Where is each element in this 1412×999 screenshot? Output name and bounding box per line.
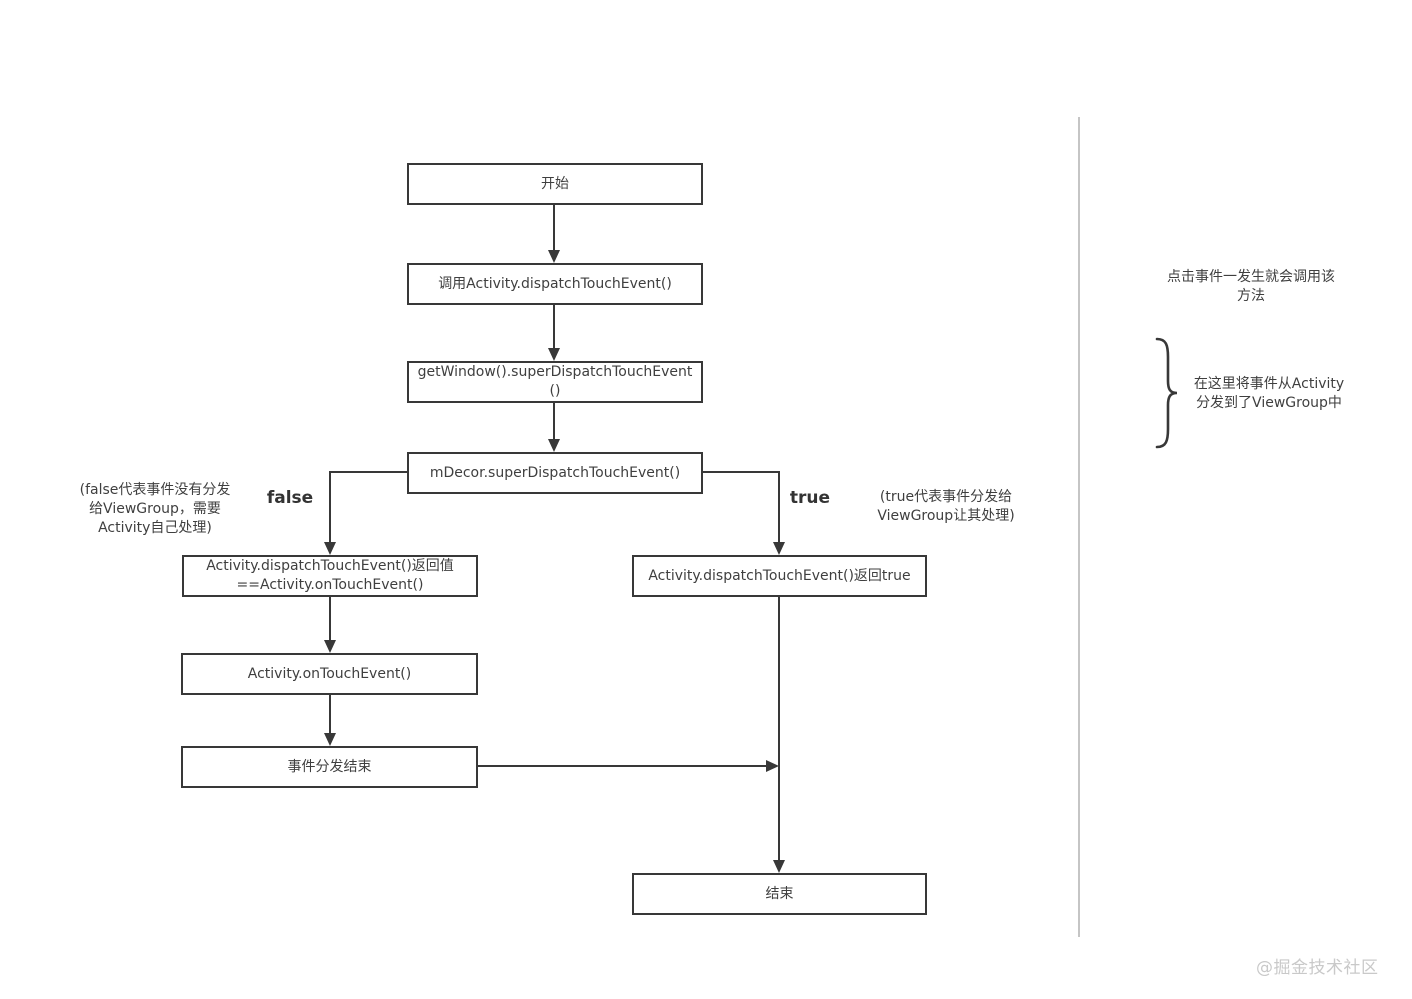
arrowhead-down-icon <box>548 250 560 263</box>
node-return-equals-ontouchevent: Activity.dispatchTouchEvent()返回值 ==Activ… <box>182 555 478 597</box>
false-branch-annotation: (false代表事件没有分发 给ViewGroup，需要 Activity自己处… <box>79 482 231 536</box>
node-call-dispatch-touch-event: 调用Activity.dispatchTouchEvent() <box>407 263 703 305</box>
vertical-divider <box>1078 117 1080 937</box>
arrowhead-down-icon <box>324 640 336 653</box>
arrowhead-down-icon <box>773 542 785 555</box>
watermark: @掘金技术社区 <box>1256 958 1379 978</box>
connector-true-branch-horizontal <box>703 471 780 473</box>
node-activity-ontouchevent: Activity.onTouchEvent() <box>181 653 478 695</box>
arrowhead-down-icon <box>324 542 336 555</box>
connector-dispatch-getwindow-line <box>553 305 555 349</box>
connector-false-branch-horizontal <box>330 471 407 473</box>
connector-true-branch-vertical <box>778 471 780 543</box>
connector-returntrue-end-line <box>778 597 780 861</box>
node-return-true: Activity.dispatchTouchEvent()返回true <box>632 555 927 597</box>
arrowhead-down-icon <box>324 733 336 746</box>
connector-start-dispatch-line <box>553 205 555 251</box>
connector-returneq-ontouch-line <box>329 597 331 641</box>
arrowhead-right-icon <box>766 760 779 772</box>
false-branch-label: false <box>266 488 314 508</box>
arrowhead-down-icon <box>773 860 785 873</box>
curly-brace-icon <box>1155 337 1178 449</box>
node-get-window-super-dispatch: getWindow().superDispatchTouchEvent() <box>407 361 703 403</box>
node-mdecor-super-dispatch: mDecor.superDispatchTouchEvent() <box>407 452 703 494</box>
arrowhead-down-icon <box>548 439 560 452</box>
true-branch-annotation: (true代表事件分发给 ViewGroup让其处理) <box>877 489 1015 524</box>
connector-false-branch-vertical <box>329 471 331 543</box>
connector-getwindow-mdecor-line <box>553 403 555 440</box>
arrowhead-down-icon <box>548 348 560 361</box>
node-dispatch-end: 事件分发结束 <box>181 746 478 788</box>
true-branch-label: true <box>789 488 831 508</box>
method-call-annotation: 点击事件一发生就会调用该 方法 <box>1167 269 1335 304</box>
node-end: 结束 <box>632 873 927 915</box>
connector-dispatchend-merge-line <box>478 765 767 767</box>
viewgroup-dispatch-annotation: 在这里将事件从Activity 分发到了ViewGroup中 <box>1193 376 1345 411</box>
node-start: 开始 <box>407 163 703 205</box>
connector-ontouch-dispatchend-line <box>329 695 331 734</box>
